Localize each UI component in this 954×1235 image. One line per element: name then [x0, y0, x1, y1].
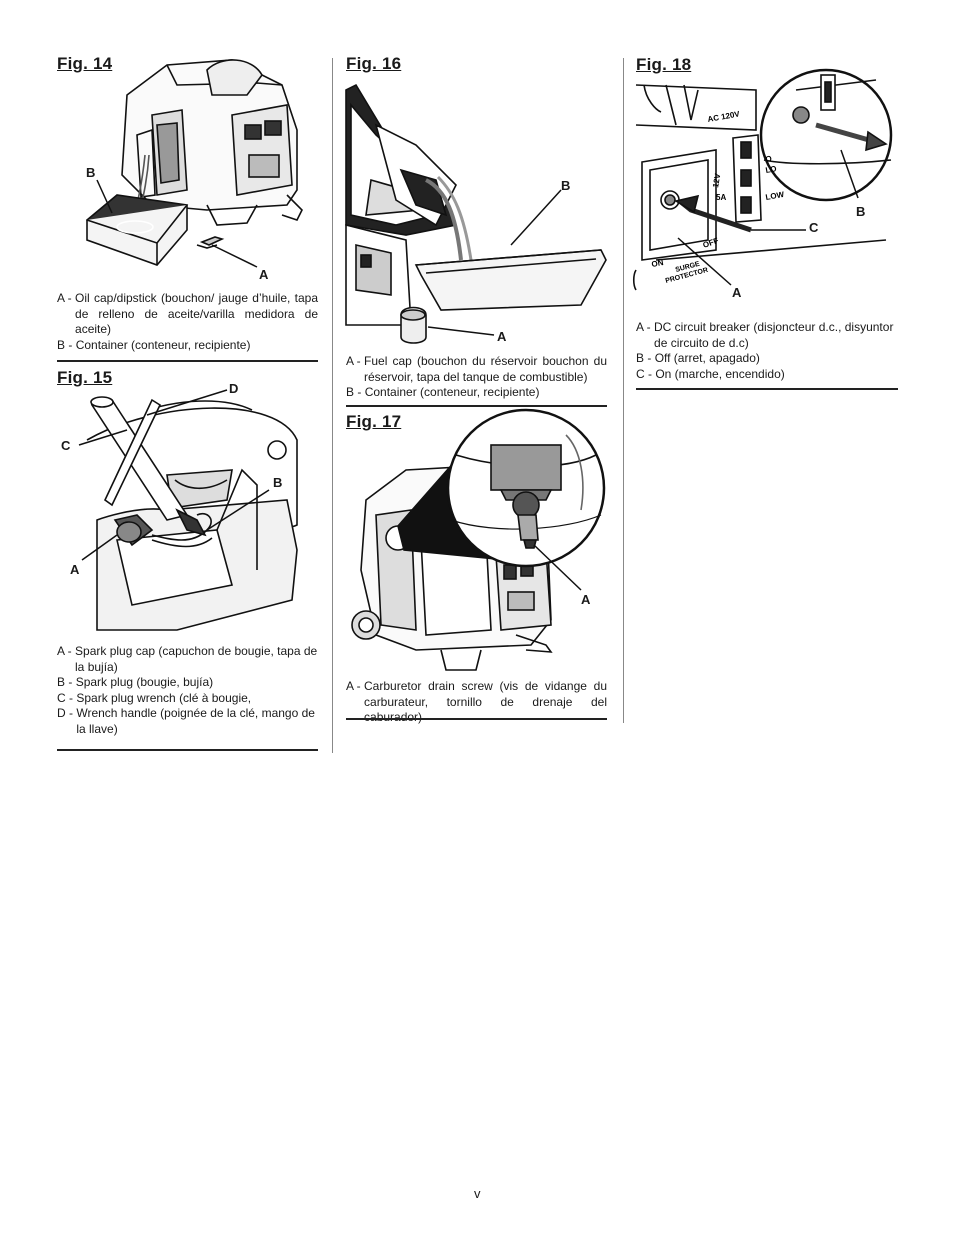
fig17-caption: A - Carburetor drain screw (vis de vidan…: [346, 679, 607, 726]
fig18-label-b: B: [856, 204, 866, 219]
caption-key: A -: [346, 679, 361, 693]
fig16-label-b: B: [561, 178, 571, 193]
caption-key: B -: [57, 337, 73, 352]
caption-key: A -: [636, 320, 651, 334]
fig15-caption: A - Spark plug cap (capuchon de bougie, …: [57, 644, 318, 737]
fig15-illustration: [78, 389, 298, 631]
low-label: LOW: [765, 190, 785, 202]
caption-text: Wrench handle (poignée de la clé, mango …: [76, 706, 315, 736]
caption-text: Spark plug cap (capuchon de bougie, tapa…: [75, 644, 318, 674]
dc-label: 12V: [711, 172, 722, 188]
caption-text: Off (arret, apagado): [654, 351, 760, 365]
caption-key: D -: [57, 706, 73, 720]
fig14-title: Fig. 14: [57, 54, 113, 73]
caption-item: A - DC circuit breaker (disjoncteur d.c.…: [636, 320, 898, 351]
lo-label: LO: [765, 164, 778, 175]
fig14-label-b: B: [86, 165, 96, 180]
caption-text: Carburetor drain screw (vis de vidange d…: [364, 679, 607, 724]
fig14-caption: A - Oil cap/dipstick (bouchon/ jauge d’h…: [57, 291, 318, 353]
caption-key: A -: [346, 354, 361, 368]
caption-item: B - Off (arret, apagado): [636, 351, 898, 367]
caption-text: Container (conteneur, recipiente): [364, 385, 540, 399]
fig18-rule: [636, 388, 898, 390]
o-label: O: [765, 154, 773, 164]
ac-label: AC 120V: [707, 109, 741, 124]
caption-item: A - Spark plug cap (capuchon de bougie, …: [57, 644, 318, 675]
caption-key: B -: [346, 385, 362, 399]
caption-item: D - Wrench handle (poignée de la clé, ma…: [57, 706, 318, 737]
fig16-title: Fig. 16: [346, 54, 402, 73]
caption-item: B - Container (conteneur, recipiente): [346, 385, 607, 401]
caption-text: On (marche, encendido): [655, 366, 785, 381]
fig18-title: Fig. 18: [636, 55, 692, 74]
caption-text: Oil cap/dipstick (bouchon/ jauge d’huile…: [75, 291, 318, 336]
caption-text: DC circuit breaker (disjoncteur d.c., di…: [654, 320, 894, 350]
amp-label: 5A: [716, 193, 726, 202]
caption-text: Fuel cap (bouchon du réservoir bouchon d…: [364, 354, 607, 384]
on-label: ON: [651, 258, 665, 269]
fig15-rule: [57, 749, 318, 751]
fig14-illustration: [86, 59, 303, 268]
fig17-rule: [346, 718, 607, 720]
fig16-label-a: A: [497, 329, 507, 344]
fig17-illustration: [351, 408, 606, 671]
caption-key: C -: [57, 690, 73, 705]
caption-item: B - Spark plug (bougie, bujía): [57, 675, 318, 691]
caption-text: Spark plug (bougie, bujía): [75, 675, 214, 689]
fig15-label-c: C: [61, 438, 71, 453]
fig18-illustration: AC 120V 12V 5A LOW LO O ON OFF SURGE PRO…: [632, 68, 893, 291]
fig18-caption: A - DC circuit breaker (disjoncteur d.c.…: [636, 320, 898, 382]
fig17-title: Fig. 17: [346, 412, 402, 431]
caption-text: Spark plug wrench (clé à bougie,: [76, 690, 252, 705]
fig16-caption: A - Fuel cap (bouchon du réservoir bouch…: [346, 354, 607, 401]
caption-key: A -: [57, 644, 72, 658]
fig14-rule: [57, 360, 318, 362]
caption-text: Container (conteneur, recipiente): [75, 337, 251, 352]
column-divider-2: [623, 58, 624, 723]
caption-key: A -: [57, 291, 72, 305]
caption-item: C - Spark plug wrench (clé à bougie,: [57, 691, 318, 707]
fig17-label-a: A: [581, 592, 591, 607]
caption-item: A - Fuel cap (bouchon du réservoir bouch…: [346, 354, 607, 385]
caption-key: C -: [636, 366, 652, 381]
column-divider-1: [332, 58, 333, 753]
fig18-label-c: C: [809, 220, 819, 235]
fig15-label-d: D: [229, 381, 239, 396]
fig15-label-b: B: [273, 475, 283, 490]
caption-item: C - On (marche, encendido): [636, 367, 898, 383]
fig15-label-a: A: [70, 562, 80, 577]
caption-key: B -: [57, 675, 73, 689]
fig16-illustration: [345, 83, 607, 344]
fig16-rule: [346, 405, 607, 407]
fig18-label-a: A: [732, 285, 742, 300]
caption-item: B - Container (conteneur, recipiente): [57, 338, 318, 354]
fig15-title: Fig. 15: [57, 368, 113, 387]
fig14-label-a: A: [259, 267, 269, 282]
page-number: v: [474, 1186, 481, 1201]
caption-key: B -: [636, 351, 652, 365]
caption-item: A - Carburetor drain screw (vis de vidan…: [346, 679, 607, 726]
caption-item: A - Oil cap/dipstick (bouchon/ jauge d’h…: [57, 291, 318, 338]
